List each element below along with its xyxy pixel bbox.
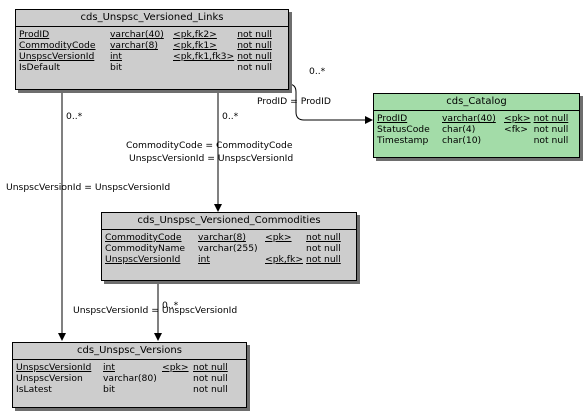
column-row: UnspscVersionId int <pk,fk> not null (105, 254, 344, 265)
column-type: char(4) (442, 124, 476, 135)
entity-catalog[interactable]: cds_Catalog ProdID varchar(40) <pk> not … (373, 93, 580, 158)
relationship-label-links-commodities-1: CommodityCode = CommodityCode (126, 140, 293, 151)
column-name: ProdID (377, 113, 408, 124)
column-row: CommodityCode varchar(8) <pk,fk1> not nu… (19, 40, 275, 51)
column-type: char(10) (442, 135, 482, 146)
entity-versioned-commodities[interactable]: cds_Unspsc_Versioned_Commodities Commodi… (101, 212, 357, 281)
column-null: not null (193, 384, 228, 395)
column-keys: <pk> (162, 362, 189, 373)
relationship-label-links-catalog: ProdID = ProdID (257, 96, 331, 107)
column-row: UnspscVersionId int <pk,fk1,fk3> not nul… (19, 51, 275, 62)
entity-versioned-links[interactable]: cds_Unspsc_Versioned_Links ProdID varcha… (15, 9, 289, 90)
cardinality-links-catalog: 0..* (309, 66, 326, 77)
column-null: not null (533, 113, 569, 124)
column-type: varchar(40) (442, 113, 496, 124)
column-type: int (103, 362, 115, 373)
column-type: varchar(8) (198, 232, 246, 243)
column-row: IsLatest bit not null (16, 384, 231, 395)
column-name: ProdID (19, 29, 50, 40)
entity-columns: UnspscVersionId int <pk> not null Unspsc… (16, 362, 231, 395)
line-links-to-catalog[interactable] (287, 83, 373, 124)
column-null: not null (237, 62, 272, 73)
column-row: UnspscVersion varchar(80) not null (16, 373, 231, 384)
column-null: not null (193, 373, 228, 384)
entity-columns: ProdID varchar(40) <pk> not null StatusC… (377, 113, 571, 146)
column-row: CommodityCode varchar(8) <pk> not null (105, 232, 344, 243)
relationship-label-commodities-versions: UnspscVersionId = UnspscVersionId (73, 305, 238, 316)
column-name: UnspscVersionId (16, 362, 92, 373)
column-name: CommodityCode (19, 40, 96, 51)
column-row: ProdID varchar(40) <pk> not null (377, 113, 571, 124)
column-row: ProdID varchar(40) <pk,fk2> not null (19, 29, 275, 40)
column-keys: <fk> (504, 124, 528, 135)
relationship-label-links-commodities-2: UnspscVersionId = UnspscVersionId (129, 153, 294, 164)
relationship-label-links-versions: UnspscVersionId = UnspscVersionId (6, 182, 171, 193)
column-name: CommodityName (105, 243, 186, 254)
column-row: CommodityName varchar(255) not null (105, 243, 344, 254)
column-keys (162, 384, 193, 395)
column-row: StatusCode char(4) <fk> not null (377, 124, 571, 135)
cardinality-links-versions: 0..* (66, 111, 83, 122)
column-type: bit (110, 62, 122, 73)
column-type: int (198, 254, 210, 265)
column-keys: <pk,fk> (265, 254, 304, 265)
entity-title: cds_Catalog (374, 94, 579, 111)
column-keys: <pk,fk2> (173, 29, 217, 40)
column-null: not null (237, 29, 272, 40)
column-null: not null (533, 135, 569, 146)
column-type: bit (103, 384, 115, 395)
column-keys (173, 62, 237, 73)
cardinality-links-commodities: 0..* (222, 111, 239, 122)
column-name: IsDefault (19, 62, 61, 73)
column-name: IsLatest (16, 384, 52, 395)
column-null: not null (237, 51, 272, 62)
column-null: not null (237, 40, 272, 51)
column-name: UnspscVersionId (105, 254, 181, 265)
column-keys: <pk,fk1> (173, 40, 217, 51)
column-name: UnspscVersion (16, 373, 83, 384)
column-name: StatusCode (377, 124, 430, 135)
column-type: varchar(8) (110, 40, 158, 51)
column-type: int (110, 51, 122, 62)
column-keys: <pk> (504, 113, 531, 124)
entity-versions[interactable]: cds_Unspsc_Versions UnspscVersionId int … (12, 342, 247, 408)
entity-columns: CommodityCode varchar(8) <pk> not null C… (105, 232, 344, 265)
entity-title: cds_Unspsc_Versions (13, 343, 246, 360)
column-row: IsDefault bit not null (19, 62, 275, 73)
column-keys (265, 243, 306, 254)
column-keys (162, 373, 193, 384)
column-name: Timestamp (377, 135, 429, 146)
column-null: not null (533, 124, 569, 135)
column-type: varchar(255) (198, 243, 258, 254)
cardinality-commodities-versions: 0..* (162, 300, 179, 311)
column-null: not null (306, 232, 341, 243)
column-type: varchar(80) (103, 373, 157, 384)
column-keys: <pk> (265, 232, 292, 243)
column-name: UnspscVersionId (19, 51, 95, 62)
column-null: not null (306, 243, 341, 254)
entity-title: cds_Unspsc_Versioned_Links (16, 10, 288, 27)
column-null: not null (306, 254, 341, 265)
column-null: not null (193, 362, 228, 373)
entity-columns: ProdID varchar(40) <pk,fk2> not null Com… (19, 29, 275, 73)
column-type: varchar(40) (110, 29, 164, 40)
column-keys (504, 135, 534, 146)
entity-title: cds_Unspsc_Versioned_Commodities (102, 213, 356, 230)
column-row: Timestamp char(10) not null (377, 135, 571, 146)
column-name: CommodityCode (105, 232, 182, 243)
column-row: UnspscVersionId int <pk> not null (16, 362, 231, 373)
column-keys: <pk,fk1,fk3> (173, 51, 235, 62)
